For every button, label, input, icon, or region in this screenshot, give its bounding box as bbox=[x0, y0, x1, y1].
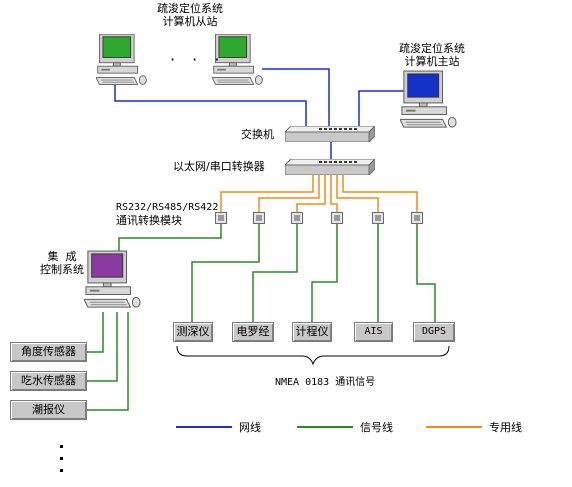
slave-station-label-line1: 疏浚定位系统 bbox=[157, 2, 223, 15]
slave-station-label-line2: 计算机从站 bbox=[162, 15, 218, 28]
master-station-label: 疏浚定位系统 计算机主站 bbox=[382, 42, 482, 68]
master-station-label-line2: 计算机主站 bbox=[404, 55, 460, 68]
module-port-4-icon bbox=[331, 212, 343, 224]
device-dgps: DGPS bbox=[413, 322, 455, 342]
network-line-slave1 bbox=[114, 85, 307, 128]
network-line-master bbox=[358, 90, 412, 128]
dedicated-lines bbox=[220, 174, 418, 212]
signal-line-log bbox=[311, 224, 338, 322]
more-sensors-ellipsis bbox=[60, 445, 63, 472]
control-system-label-line1: 集 成 bbox=[47, 250, 77, 263]
control-system-computer-icon bbox=[84, 250, 141, 308]
dedicated-line-5 bbox=[336, 174, 379, 212]
network-lines bbox=[114, 68, 412, 160]
nmea-label-text: NMEA 0183 通讯信号 bbox=[275, 377, 376, 388]
device-ais: AIS bbox=[354, 322, 393, 342]
signal-line-dgps bbox=[416, 224, 436, 322]
signal-line-tide bbox=[86, 312, 129, 411]
more-slaves-ellipsis: · · · bbox=[170, 50, 226, 69]
module-label: RS232/RS485/RS422 通讯转换模块 bbox=[116, 201, 218, 227]
switch-icon bbox=[285, 126, 375, 142]
module-port-5-icon bbox=[372, 212, 384, 224]
control-system-label-line2: 控制系统 bbox=[40, 263, 84, 276]
signal-line-draft bbox=[86, 312, 118, 382]
module-label-line2: 通讯转换模块 bbox=[116, 214, 182, 227]
master-station-computer-icon bbox=[400, 70, 457, 128]
signal-lines bbox=[86, 224, 436, 411]
signal-line-module-control bbox=[118, 224, 222, 252]
signal-line-angle bbox=[86, 312, 104, 353]
legend-network-label: 网线 bbox=[239, 421, 261, 434]
sensor-draft: 吃水传感器 bbox=[10, 371, 87, 391]
legend-signal-label: 信号线 bbox=[360, 421, 393, 434]
switch-label: 交换机 bbox=[241, 128, 274, 141]
nmea-brace bbox=[176, 345, 450, 366]
signal-line-gyro bbox=[252, 224, 298, 322]
module-port-3-icon bbox=[291, 212, 303, 224]
dedicated-line-1 bbox=[220, 174, 314, 212]
legend-dedicated-label: 专用线 bbox=[489, 421, 522, 434]
device-log: 计程仪 bbox=[292, 322, 332, 342]
device-gyrocompass: 电罗经 bbox=[232, 322, 274, 342]
slave-station-label: 疏浚定位系统 计算机从站 bbox=[140, 2, 240, 28]
slave-station-1-computer-icon bbox=[96, 34, 147, 85]
device-sounder: 测深仪 bbox=[173, 322, 213, 342]
control-system-label: 集 成 控制系统 bbox=[32, 250, 92, 276]
dedicated-line-3 bbox=[296, 174, 326, 212]
module-port-6-icon bbox=[411, 212, 423, 224]
converter-icon bbox=[285, 159, 375, 175]
converter-label: 以太网/串口转换器 bbox=[173, 160, 265, 173]
master-station-label-line1: 疏浚定位系统 bbox=[399, 42, 465, 55]
module-label-line1: RS232/RS485/RS422 bbox=[116, 202, 219, 213]
sensor-tide: 潮报仪 bbox=[10, 400, 87, 420]
dedicated-line-6 bbox=[342, 174, 418, 212]
network-line-slave2 bbox=[262, 68, 330, 128]
signal-line-sounder bbox=[191, 224, 260, 322]
dedicated-line-2 bbox=[258, 174, 320, 212]
sensor-angle: 角度传感器 bbox=[10, 342, 87, 362]
nmea-label: NMEA 0183 通讯信号 bbox=[275, 375, 375, 389]
module-port-2-icon bbox=[253, 212, 265, 224]
dedicated-line-4 bbox=[330, 174, 338, 212]
